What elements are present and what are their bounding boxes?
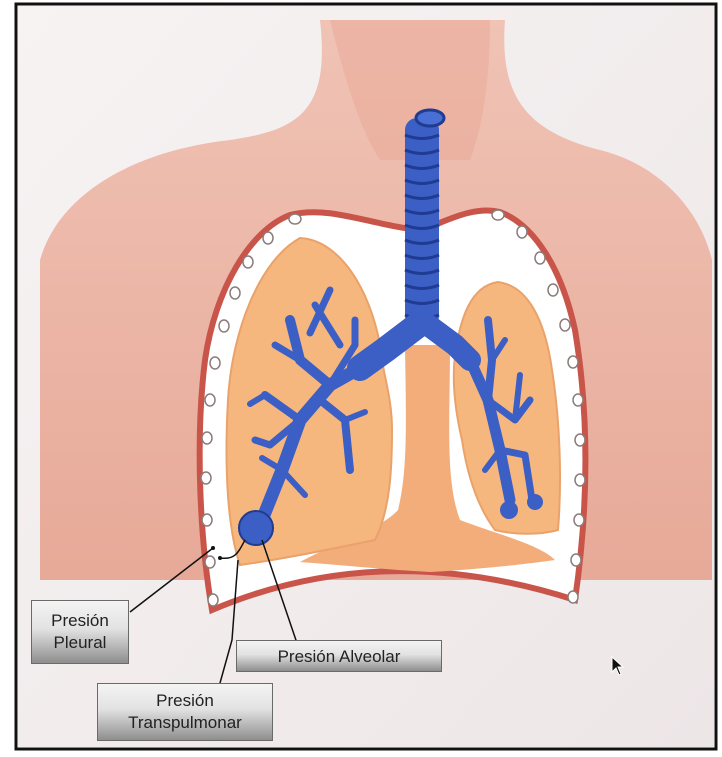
trachea — [405, 110, 444, 328]
alveolus-left — [239, 511, 273, 545]
pointer-dot-2 — [218, 556, 222, 560]
label-pleural-line1: Presión — [32, 610, 128, 632]
label-presion-pleural: Presión Pleural — [31, 600, 129, 664]
label-transpulmonar-line2: Transpulmonar — [98, 712, 272, 734]
label-transpulmonar-line1: Presión — [98, 690, 272, 712]
label-presion-alveolar: Presión Alveolar — [236, 640, 442, 672]
mouse-pointer-icon — [611, 656, 625, 676]
alveolus-right-2 — [527, 494, 543, 510]
label-pleural-line2: Pleural — [32, 632, 128, 654]
alveolus-right-1 — [500, 501, 518, 519]
label-alveolar-text: Presión Alveolar — [237, 646, 441, 668]
pointer-dot-1 — [211, 546, 215, 550]
label-presion-transpulmonar: Presión Transpulmonar — [97, 683, 273, 741]
